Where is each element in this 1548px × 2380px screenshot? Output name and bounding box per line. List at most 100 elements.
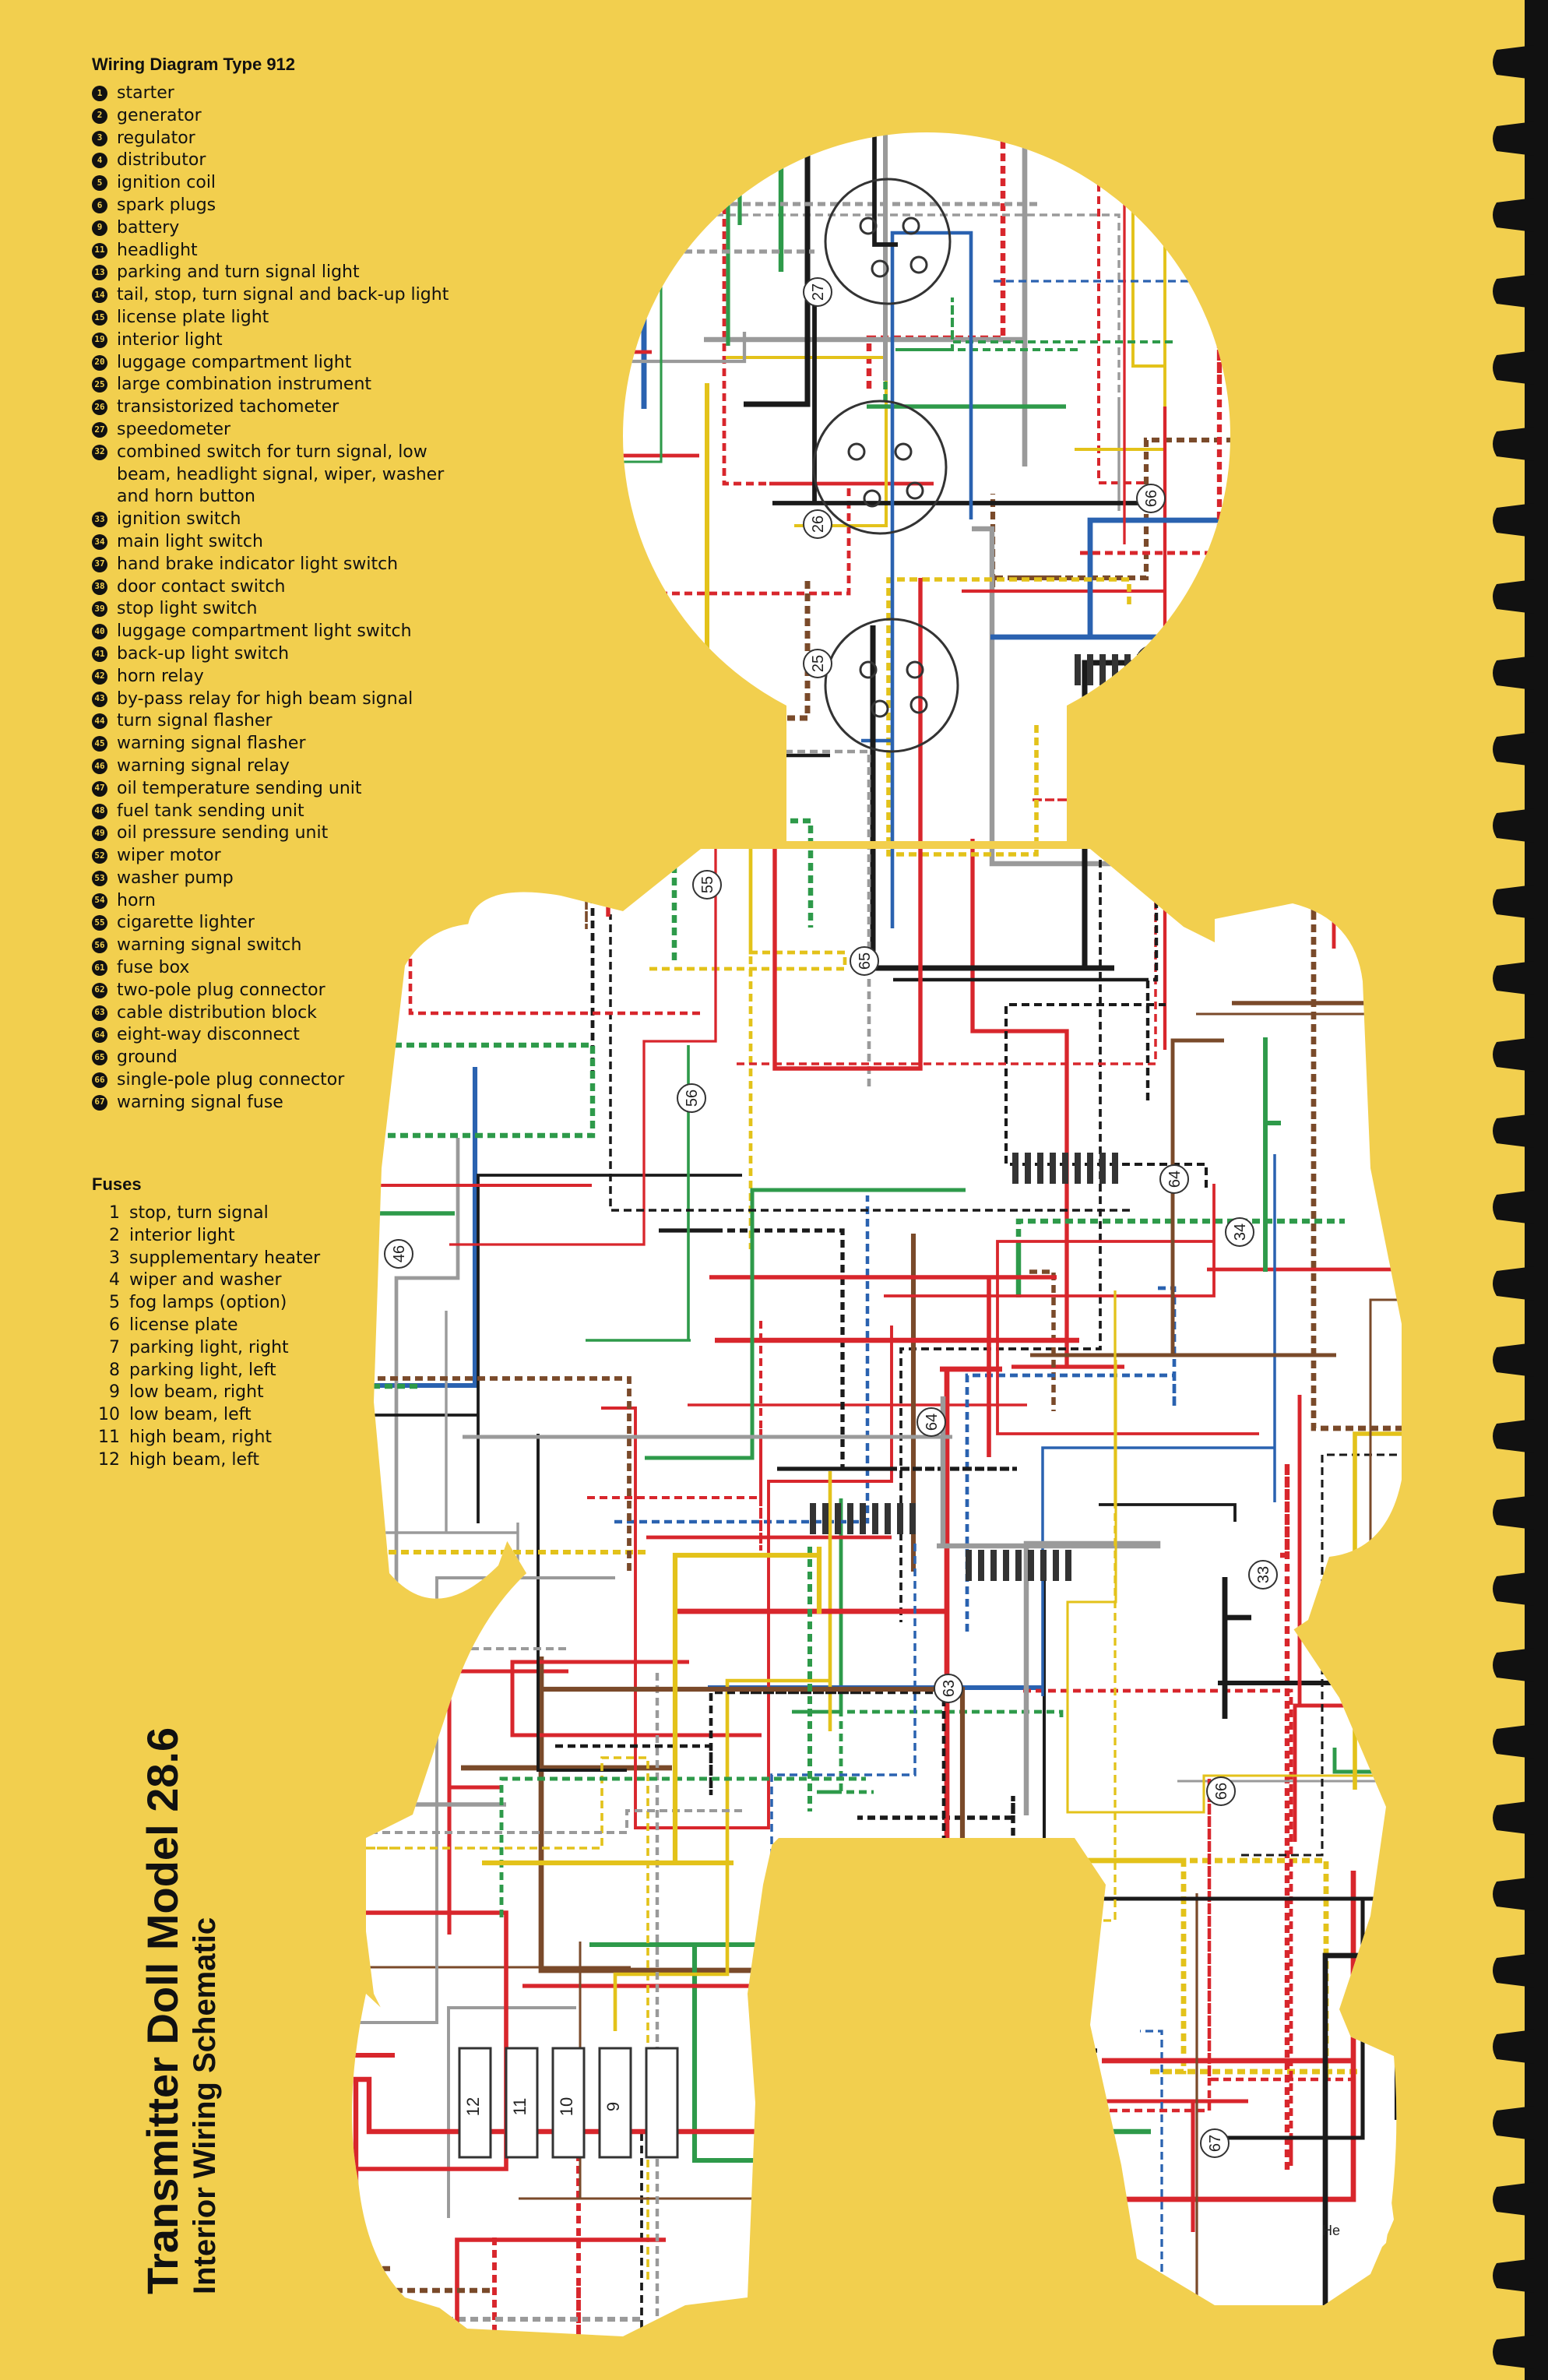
wire bbox=[1004, 1002, 1208, 1188]
callout-46: 46 bbox=[384, 1239, 413, 1269]
legend-item-text: headlight bbox=[117, 240, 198, 260]
callout-33: 33 bbox=[1248, 1560, 1278, 1590]
fuse-number: 12 bbox=[98, 1449, 120, 1470]
legend-item-text: combined switch for turn signal, low bea… bbox=[117, 442, 445, 507]
wire bbox=[645, 1188, 966, 1460]
connector-pin bbox=[1149, 654, 1156, 685]
legend-item: 34 main light switch bbox=[92, 531, 528, 554]
fuse-number: 1 bbox=[109, 1203, 120, 1223]
fuse-item: 12 high beam, left bbox=[92, 1449, 497, 1472]
legend-number-badge: 11 bbox=[92, 242, 107, 259]
wire bbox=[1216, 293, 1402, 547]
wire bbox=[1052, 86, 1173, 96]
legend-number-badge: 48 bbox=[92, 803, 107, 819]
wire bbox=[616, 132, 864, 272]
legend-number-badge: 15 bbox=[92, 309, 107, 326]
binding-ring bbox=[1493, 1419, 1534, 1453]
wire bbox=[1041, 1154, 1276, 1696]
fuse-number: 4 bbox=[109, 1270, 120, 1290]
binding-ring bbox=[1493, 1877, 1534, 1911]
wire bbox=[726, 132, 888, 528]
connector-pin bbox=[1050, 1153, 1056, 1184]
callout-65-label: 65 bbox=[857, 952, 874, 970]
binding-ring bbox=[1493, 1572, 1534, 1606]
wire bbox=[392, 2133, 643, 2336]
wire bbox=[364, 132, 603, 407]
legend-number-badge: 53 bbox=[92, 870, 107, 886]
legend-number-badge: 54 bbox=[92, 892, 107, 909]
callout-37-label: 37 bbox=[735, 806, 752, 823]
legend-item-text: luggage compartment light switch bbox=[117, 621, 412, 642]
wire bbox=[352, 1376, 632, 1571]
wire bbox=[352, 192, 395, 488]
binding-ring bbox=[1493, 2182, 1534, 2216]
wire bbox=[537, 1434, 627, 1772]
legend-number-badge: 38 bbox=[92, 579, 107, 595]
connector-pin bbox=[822, 1503, 829, 1534]
legend-item-text: eight-way disconnect bbox=[117, 1025, 300, 1045]
legend-number-badge: 34 bbox=[92, 533, 107, 550]
connector-pin bbox=[847, 1503, 853, 1534]
binding-ring bbox=[1493, 656, 1534, 690]
connector-pin bbox=[1028, 1550, 1034, 1581]
legend-number-badge: 2 bbox=[92, 107, 107, 124]
legend-item-text: oil pressure sending unit bbox=[117, 823, 329, 843]
callout-66-lower: 66 bbox=[1206, 1776, 1236, 1806]
legend-number-badge: 62 bbox=[92, 982, 107, 998]
binding-ring bbox=[1493, 1266, 1534, 1301]
legend-item-text: warning signal relay bbox=[117, 755, 290, 776]
wire bbox=[376, 132, 588, 929]
wire bbox=[499, 1776, 866, 1917]
legend-item-text: main light switch bbox=[117, 531, 263, 551]
wire bbox=[1015, 1218, 1345, 1297]
legend-number-badge: 33 bbox=[92, 512, 107, 528]
legend-item-text: fuse box bbox=[117, 958, 190, 978]
connector-pin bbox=[1075, 654, 1081, 685]
wire bbox=[467, 227, 534, 715]
wire bbox=[937, 1396, 1161, 1815]
legend-number-badge: 1 bbox=[92, 86, 107, 101]
fuse-number: 9 bbox=[109, 1382, 120, 1403]
binding-ring bbox=[1493, 961, 1534, 995]
fuse-text: high beam, left bbox=[129, 1449, 259, 1470]
wire bbox=[1030, 1038, 1336, 1357]
legend-item-text: battery bbox=[117, 217, 180, 238]
wire bbox=[659, 1228, 1017, 1471]
legend-number-badge: 26 bbox=[92, 400, 107, 416]
wire bbox=[1194, 600, 1402, 907]
diagram-content: 12 11 10 9 27 26 25 66 64 37 55 65 56 46… bbox=[327, 86, 1402, 2336]
wire bbox=[613, 1471, 832, 2031]
callout-34-label: 34 bbox=[1232, 1223, 1249, 1241]
callout-37: 37 bbox=[728, 800, 758, 829]
fuse-number: 11 bbox=[98, 1427, 120, 1447]
wire bbox=[872, 132, 898, 247]
fuse-label-10: 10 bbox=[557, 2097, 576, 2116]
binding-ring bbox=[1493, 1114, 1534, 1148]
callout-66-top: 66 bbox=[1136, 484, 1166, 513]
legend-item-text: hand brake indicator light switch bbox=[117, 554, 399, 574]
fuse-text: supplementary heater bbox=[129, 1248, 321, 1268]
wire bbox=[327, 1750, 340, 2291]
callout-64-head-label: 64 bbox=[1143, 652, 1160, 669]
wire bbox=[1028, 1990, 1061, 2192]
wire bbox=[1099, 1503, 1237, 1522]
wire bbox=[482, 1547, 822, 1866]
wire bbox=[861, 231, 973, 928]
legend-item-text: by-pass relay for high beam signal bbox=[117, 688, 413, 709]
